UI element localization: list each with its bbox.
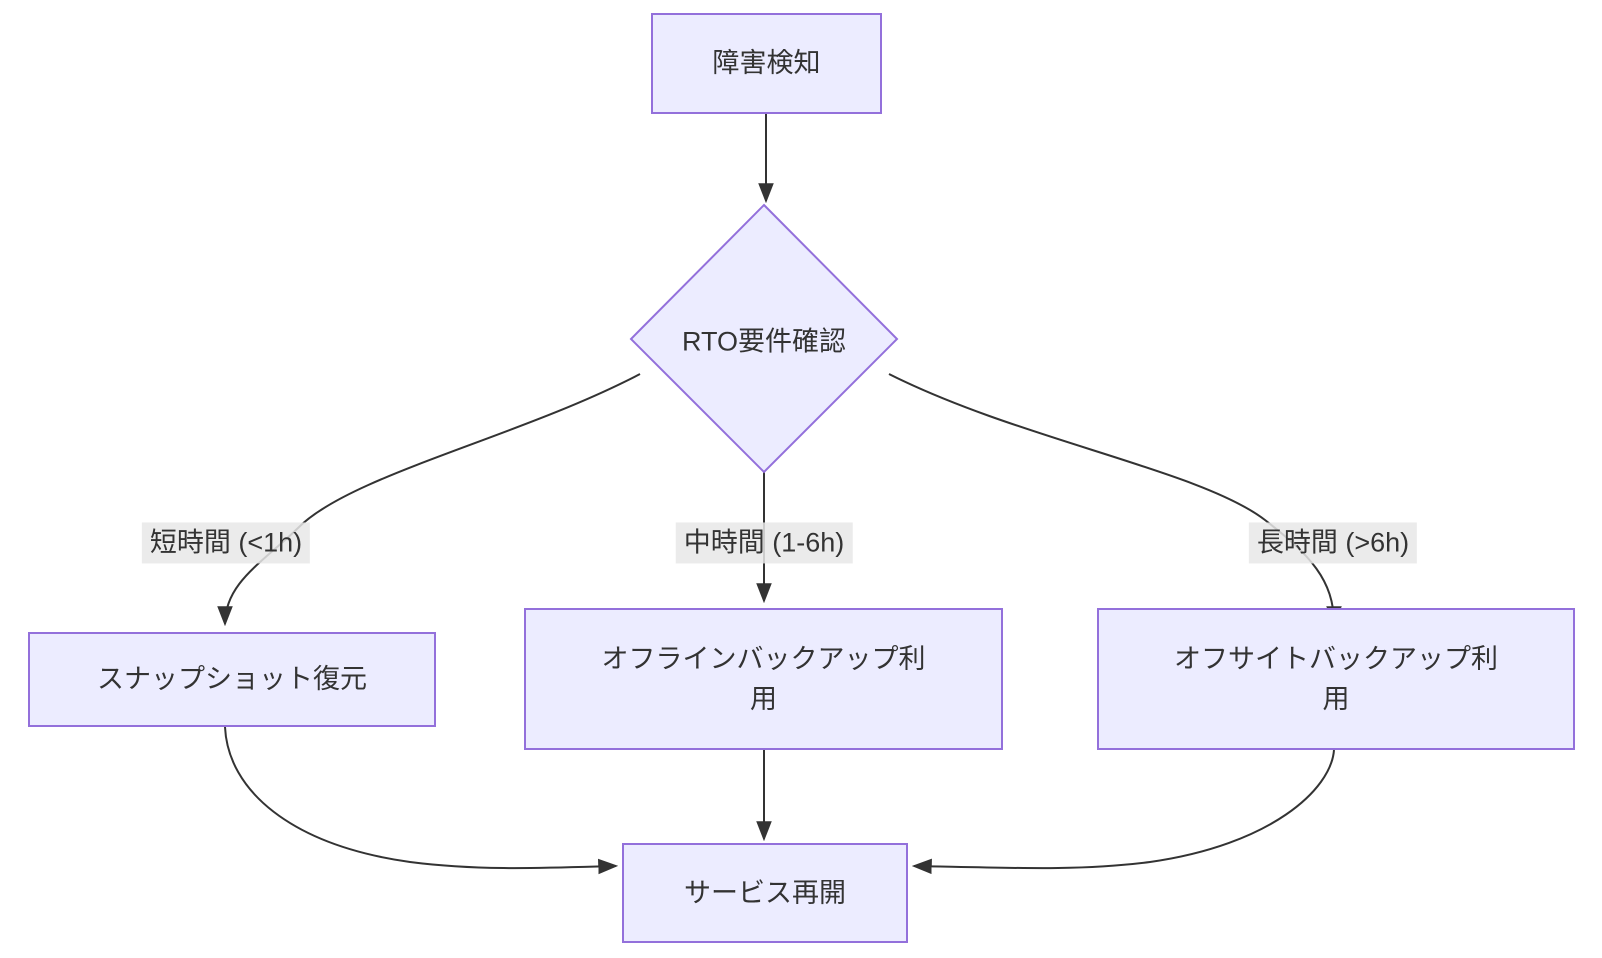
node-offline-backup-label: オフラインバックアップ利 用 xyxy=(601,643,926,715)
edge-rto-to-snapshot xyxy=(217,373,641,627)
node-service-resume-label: サービス再開 xyxy=(684,877,846,908)
decision-diamond-shape xyxy=(629,203,899,474)
node-offline-backup: オフラインバックアップ利 用 xyxy=(524,608,1003,750)
node-offsite-backup: オフサイトバックアップ利 用 xyxy=(1097,608,1575,750)
node-fault-detection: 障害検知 xyxy=(651,13,882,114)
node-snapshot-restore: スナップショット復元 xyxy=(28,632,436,727)
edge-label-short-time: 短時間 (<1h) xyxy=(141,522,311,564)
edge-label-long-time: 長時間 (>6h) xyxy=(1248,522,1418,564)
node-fault-detection-label: 障害検知 xyxy=(712,48,821,79)
node-rto-check-label: RTO要件確認 xyxy=(681,326,847,357)
edge-offsite-to-resume xyxy=(911,749,1335,875)
node-service-resume: サービス再開 xyxy=(622,843,908,943)
node-offsite-backup-label: オフサイトバックアップ利 用 xyxy=(1174,643,1498,715)
node-snapshot-restore-label: スナップショット復元 xyxy=(97,664,367,695)
edge-label-medium-time: 中時間 (1-6h) xyxy=(675,522,853,564)
edge-rto-to-offsite xyxy=(888,373,1342,627)
edge-snapshot-to-resume xyxy=(224,726,619,875)
